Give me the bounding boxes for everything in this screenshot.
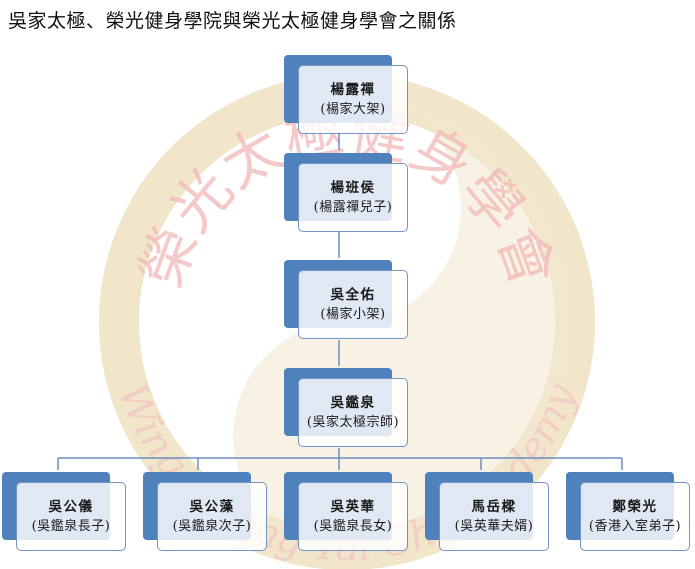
node-wu-gongyi: 吳公儀 (吳鑑泉長子) [2,472,128,553]
node-ma-yueliang: 馬岳樑 (吳英華夫婿) [425,472,551,553]
node-wu-jianquan: 吳鑑泉 (吳家太極宗師) [284,368,410,449]
node-desc: (吳鑑泉次子) [172,518,252,534]
node-name: 楊露禪 [330,81,376,98]
node-name: 馬岳樑 [471,498,517,515]
node-desc: (吳家太極宗師) [306,414,400,430]
node-wu-quanyou: 吳全佑 (楊家小架) [284,260,410,341]
node-yang-luchan: 楊露禪 (楊家大架) [284,55,410,136]
node-name: 鄭榮光 [612,498,658,515]
node-desc: (楊家小架) [320,306,386,322]
node-desc: (吳鑑泉長女) [313,518,393,534]
node-cheng-wingkwong: 鄭榮光 (香港入室弟子) [566,472,692,553]
node-desc: (楊家大架) [320,101,386,117]
node-wu-gongzao: 吳公藻 (吳鑑泉次子) [143,472,269,553]
page-title: 吳家太極、榮光健身學院與榮光太極健身學會之關係 [8,10,457,32]
node-desc: (楊露禪兒子) [313,199,393,215]
node-yang-banhou: 楊班侯 (楊露禪兒子) [284,153,410,234]
node-wu-yinghua: 吳英華 (吳鑑泉長女) [284,472,410,553]
node-name: 吳公藻 [189,498,235,515]
node-name: 吳全佑 [330,286,376,303]
node-name: 吳公儀 [48,498,94,515]
node-name: 吳英華 [330,498,376,515]
node-desc: (香港入室弟子) [588,518,682,534]
node-name: 吳鑑泉 [330,394,376,411]
node-desc: (吳英華夫婿) [454,518,534,534]
node-desc: (吳鑑泉長子) [31,518,111,534]
node-name: 楊班侯 [330,179,376,196]
